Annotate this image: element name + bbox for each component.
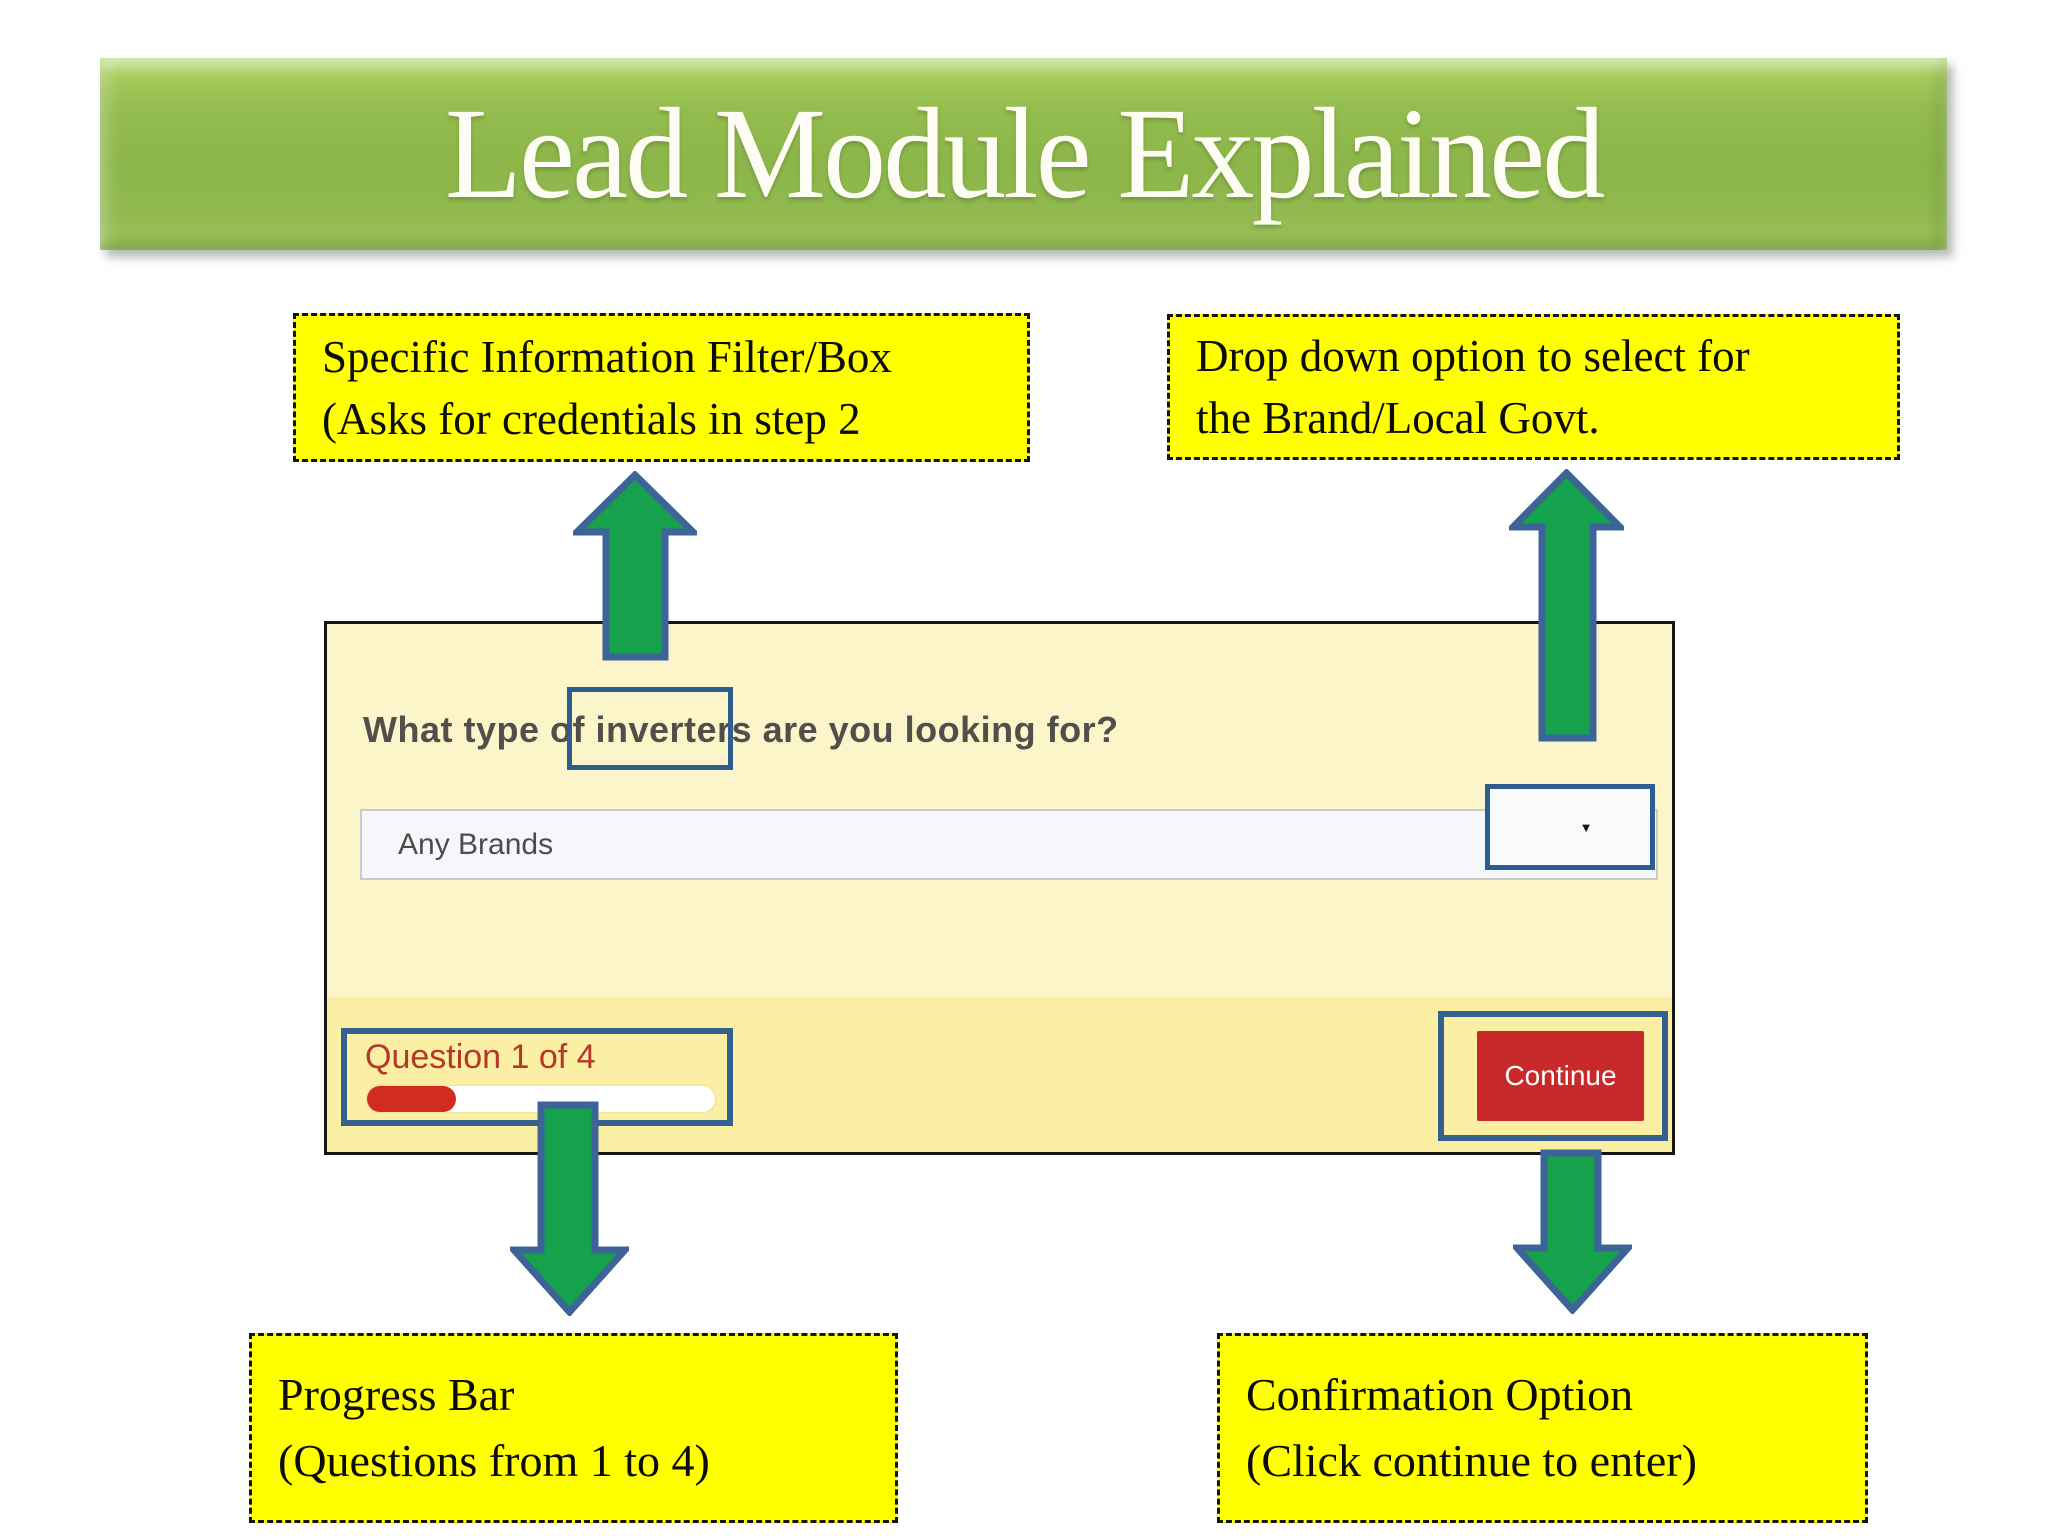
continue-highlight-box: Continue	[1438, 1011, 1668, 1141]
callout-confirmation-option: Confirmation Option (Click continue to e…	[1217, 1333, 1868, 1523]
callout-line: (Click continue to enter)	[1246, 1435, 1697, 1486]
chevron-down-icon: ▼	[1579, 819, 1593, 835]
lead-form-panel: What type of inverters are you looking f…	[324, 621, 1675, 1155]
brand-dropdown-field[interactable]: Any Brands	[360, 809, 1658, 880]
dropdown-open-button[interactable]: ▼	[1490, 789, 1650, 865]
callout-line: Confirmation Option	[1246, 1369, 1634, 1420]
callout-line: the Brand/Local Govt.	[1196, 393, 1600, 443]
title-banner: Lead Module Explained	[100, 58, 1947, 250]
callout-specific-info-filter: Specific Information Filter/Box (Asks fo…	[293, 313, 1030, 462]
down-arrow-left-icon	[510, 1101, 629, 1316]
up-arrow-right-icon	[1509, 469, 1624, 742]
callout-line: Drop down option to select for	[1196, 331, 1750, 381]
callout-progress-bar: Progress Bar (Questions from 1 to 4)	[249, 1333, 898, 1523]
inverters-highlight-box	[567, 687, 733, 770]
down-arrow-right-icon	[1513, 1149, 1632, 1314]
progress-label: Question 1 of 4	[365, 1038, 596, 1076]
continue-button[interactable]: Continue	[1477, 1031, 1644, 1121]
form-question: What type of inverters are you looking f…	[363, 709, 1119, 750]
callout-line: (Asks for credentials in step 2	[322, 393, 861, 444]
callout-line: Progress Bar	[278, 1369, 515, 1420]
brand-dropdown-value: Any Brands	[398, 827, 554, 861]
page-title: Lead Module Explained	[444, 82, 1605, 226]
up-arrow-left-icon	[573, 471, 697, 661]
progress-fill	[367, 1086, 456, 1112]
dropdown-arrow-highlight-box: ▼	[1485, 784, 1655, 870]
callout-line: (Questions from 1 to 4)	[278, 1435, 710, 1486]
callout-line: Specific Information Filter/Box	[322, 331, 892, 382]
question-progress-highlight-box: Question 1 of 4	[341, 1028, 733, 1126]
callout-dropdown-option: Drop down option to select for the Brand…	[1167, 314, 1900, 460]
